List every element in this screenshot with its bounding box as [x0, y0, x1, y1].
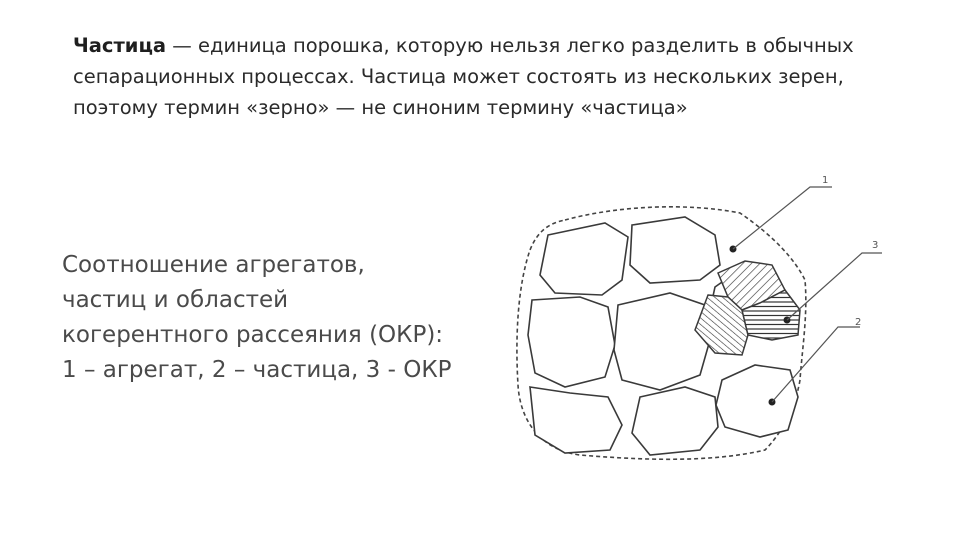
label-1: 1 [822, 175, 828, 186]
leader-line-2 [771, 326, 860, 403]
definition-paragraph: Частица — единица порошка, которую нельз… [73, 30, 903, 123]
diagram-caption: Соотношение агрегатов, частиц и областей… [62, 248, 522, 388]
grain [539, 222, 629, 296]
caption-line-4: 1 – агрегат, 2 – частица, 3 - ОКР [62, 357, 452, 383]
leader-line-1 [732, 186, 832, 250]
caption-line-2: частиц и областей [62, 287, 289, 313]
definition-term: Частица [73, 34, 167, 57]
coherent-domain-diagonal-2 [694, 294, 749, 356]
definition-text: — единица порошка, которую нельзя легко … [73, 34, 854, 119]
grain [527, 296, 616, 388]
caption-line-3: когерентного рассеяния (ОКР): [62, 322, 444, 348]
grain [529, 386, 623, 454]
grain [631, 386, 719, 456]
grain [613, 292, 711, 391]
grain [629, 216, 721, 284]
label-2: 2 [855, 317, 861, 328]
grain [715, 364, 799, 438]
caption-line-1: Соотношение агрегатов, [62, 252, 365, 278]
aggregate-outline [516, 206, 807, 461]
coherent-domain-horizontal [741, 289, 801, 341]
label-3: 3 [872, 240, 878, 251]
leader-line-3 [786, 252, 882, 321]
aggregate-diagram: 1 3 2 [516, 175, 882, 461]
